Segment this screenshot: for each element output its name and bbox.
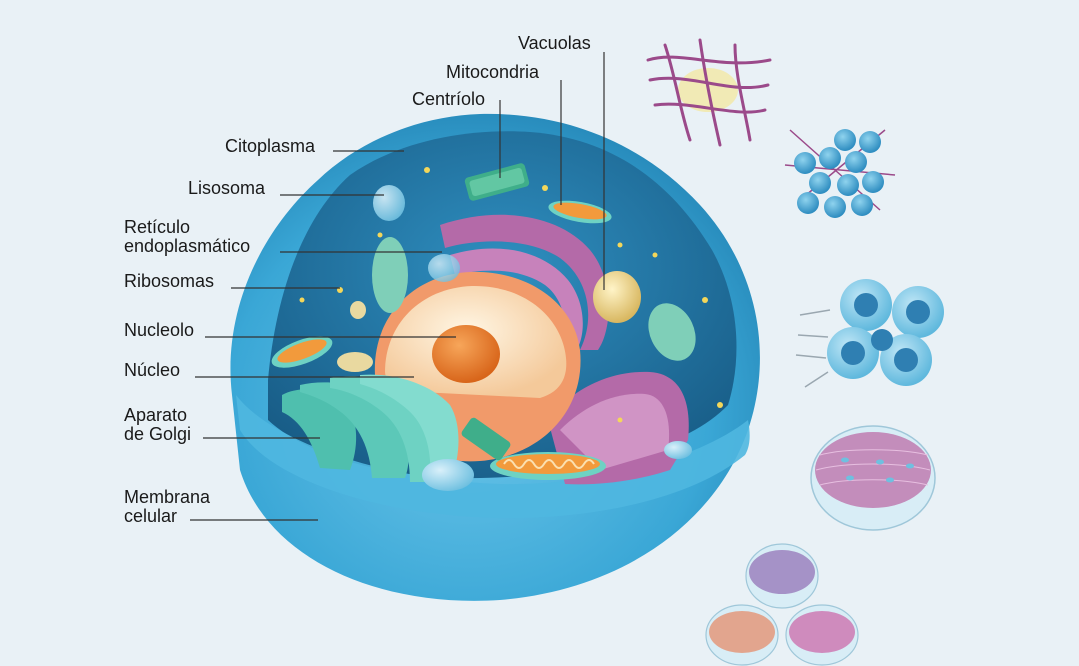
vesicle-green-right — [648, 303, 696, 361]
vesicle-yellow — [337, 352, 373, 372]
cell-cluster-illustration — [795, 279, 944, 388]
membrane-cut-lip — [236, 395, 750, 519]
leader-lines — [190, 52, 605, 521]
centriole-2 — [461, 417, 511, 461]
vesicle-small — [350, 301, 366, 319]
vesicle-blue-2 — [664, 441, 692, 459]
label-membrana-line1: Membrana — [124, 487, 211, 507]
label-reticulo-line2: endoplasmático — [124, 236, 251, 256]
label-lisosoma: Lisosoma — [188, 178, 266, 198]
label-vacuolas: Vacuolas — [518, 33, 591, 53]
label-reticulo-line1: Retículo — [124, 217, 191, 237]
label-mitocondria: Mitocondria — [446, 62, 540, 82]
vesicle-blue — [422, 459, 474, 491]
vesicle-blue-3 — [428, 254, 460, 282]
vacuole — [593, 271, 641, 323]
mitochondrion-top — [548, 200, 612, 224]
label-ribosomas: Ribosomas — [124, 271, 215, 291]
golgi-apparatus — [282, 374, 459, 482]
label-golgi-line1: Aparato — [124, 405, 188, 425]
vesicle-green — [372, 237, 408, 313]
label-centriolo: Centríolo — [412, 89, 486, 109]
lysosome — [373, 185, 405, 221]
mitochondrion-left — [271, 336, 333, 368]
tissue-dish-large — [810, 425, 936, 531]
label-nucleolo: Nucleolo — [124, 320, 195, 340]
label-golgi-line2: de Golgi — [124, 424, 192, 444]
ribosomes — [299, 167, 723, 423]
tissue-dish-small-top — [745, 543, 819, 609]
centriole — [464, 163, 530, 201]
tissue-dish-small-left — [705, 604, 779, 666]
label-membrana-line2: celular — [124, 506, 178, 526]
nucleolus — [432, 325, 500, 383]
fiber-network-illustration — [646, 38, 772, 147]
mitochondrion-bottom — [490, 452, 606, 480]
label-citoplasma: Citoplasma — [225, 136, 316, 156]
label-nucleo: Núcleo — [124, 360, 181, 380]
tissue-dish-small-right — [785, 604, 859, 666]
connective-tissue-illustration — [784, 129, 896, 218]
